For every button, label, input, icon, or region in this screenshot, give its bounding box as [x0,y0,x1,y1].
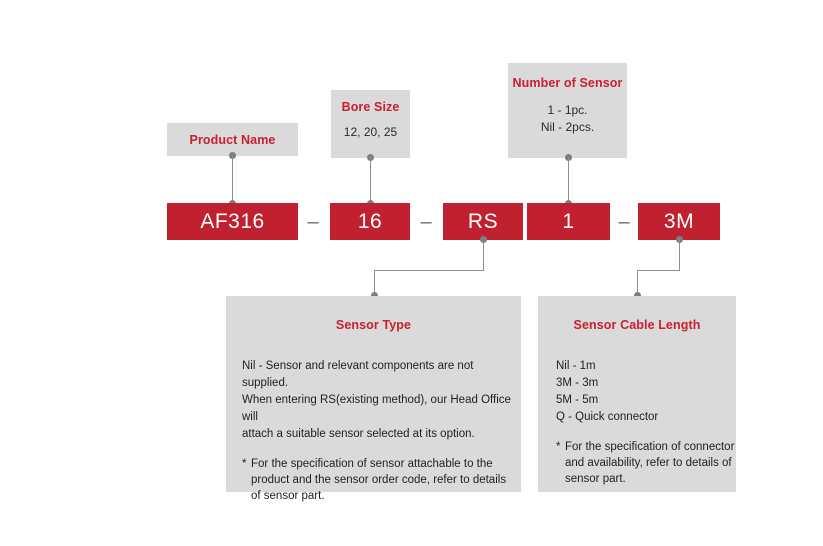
callout-bore-size-value: 12, 20, 25 [343,125,398,139]
detail-sensor-type-paragraph: Nil - Sensor and relevant components are… [242,358,521,443]
detail-box-cable-length: Sensor Cable Length Nil - 1m 3M - 3m 5M … [538,296,736,492]
code-separator-2: – [420,211,432,233]
callout-number-of-sensor-line-2: Nil - 2pcs. [540,120,595,134]
detail-sensor-type-note-line-2: product and the sensor order code, refer… [251,474,507,486]
detail-cable-length-list-item-1: Nil - 1m [556,360,596,372]
connector-line-sensor-type-v1 [483,239,485,271]
callout-number-of-sensor-line-1: 1 - 1pc. [547,103,588,117]
connector-dot-cable-length-bottom [634,292,641,299]
detail-cable-length-list-item-2: 3M - 3m [556,377,599,389]
connector-line-number-of-sensor [568,157,570,204]
detail-sensor-type-note-line-3: of sensor part. [251,490,325,502]
detail-cable-length-title: Sensor Cable Length [573,318,701,332]
connector-line-cable-length-v2 [637,270,639,297]
code-box-bore-size[interactable]: 16 [330,203,410,240]
code-box-cable-length[interactable]: 3M [638,203,720,240]
detail-sensor-type-title: Sensor Type [335,318,412,332]
code-box-product-name[interactable]: AF316 [167,203,298,240]
connector-line-product-name [232,155,234,204]
connector-line-cable-length-h [637,270,680,272]
callout-product-name: Product Name [167,123,298,156]
detail-cable-length-list-item-3: 5M - 5m [556,394,599,406]
connector-dot-sensor-type-bottom [371,292,378,299]
code-box-number-of-sensor-label: 1 [562,209,575,233]
detail-sensor-type-note: * For the specification of sensor attach… [242,456,521,504]
code-box-product-name-label: AF316 [200,209,265,233]
code-box-sensor-type[interactable]: RS [443,203,523,240]
callout-number-of-sensor: Number of Sensor 1 - 1pc. Nil - 2pcs. [508,63,627,158]
code-box-number-of-sensor[interactable]: 1 [527,203,610,240]
detail-sensor-type-paragraph-line-3: attach a suitable sensor selected at its… [242,428,475,440]
detail-sensor-type-note-marker: * [242,458,247,470]
code-separator-3: – [618,211,630,233]
callout-product-name-title: Product Name [189,132,276,147]
connector-line-sensor-type-v2 [374,270,376,297]
detail-cable-length-note-line-2: and availability, refer to details of [565,457,732,469]
detail-sensor-type-paragraph-line-2: When entering RS(existing method), our H… [242,394,511,423]
detail-cable-length-list-item-4: Q - Quick connector [556,411,659,423]
callout-bore-size: Bore Size 12, 20, 25 [331,90,410,158]
code-box-bore-size-label: 16 [357,209,383,233]
detail-cable-length-note-line-1: For the specification of connector [565,441,735,453]
detail-box-sensor-type: Sensor Type Nil - Sensor and relevant co… [226,296,521,502]
code-box-sensor-type-label: RS [467,209,499,233]
connector-line-sensor-type-h [374,270,484,272]
detail-sensor-type-note-line-1: For the specification of sensor attachab… [251,458,493,470]
detail-cable-length-note-marker: * [556,441,561,453]
code-box-cable-length-label: 3M [663,209,695,233]
detail-cable-length-list: Nil - 1m 3M - 3m 5M - 5m Q - Quick conne… [556,358,736,426]
detail-sensor-type-paragraph-line-1: Nil - Sensor and relevant components are… [242,360,474,389]
callout-bore-size-title: Bore Size [341,100,400,114]
connector-line-cable-length-v1 [679,239,681,271]
code-separator-1: – [307,211,319,233]
callout-number-of-sensor-title: Number of Sensor [512,76,623,90]
detail-cable-length-note-line-3: sensor part. [565,473,626,485]
detail-cable-length-note: * For the specification of connector and… [556,439,736,487]
connector-line-bore-size [370,157,372,204]
